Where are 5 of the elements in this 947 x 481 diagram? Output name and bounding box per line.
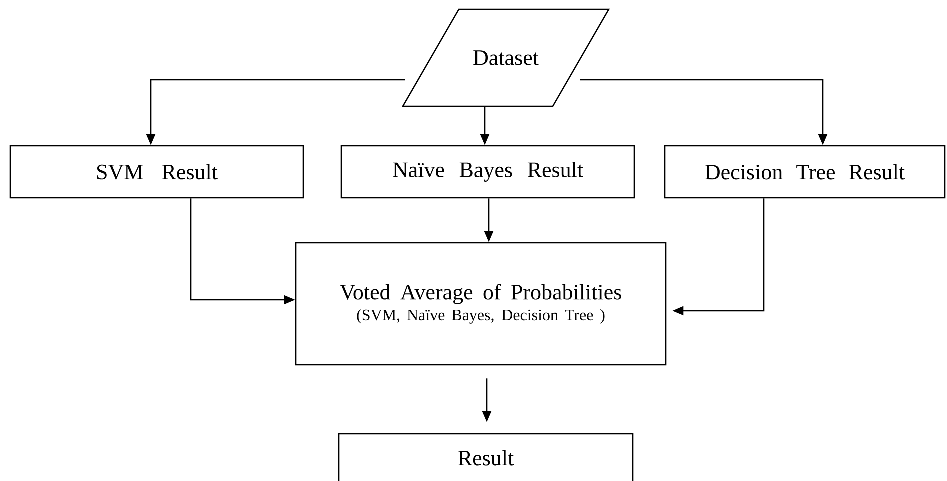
process-box: Voted Average of Probabilities (SVM, Naïve Bayes, Decision Tree ) (295, 242, 667, 366)
process-box: Result (338, 433, 634, 481)
process-box: SVM Result (10, 145, 304, 199)
process-box: Naïve Bayes Result (340, 145, 636, 199)
process-box: Decision Tree Result (664, 145, 946, 199)
